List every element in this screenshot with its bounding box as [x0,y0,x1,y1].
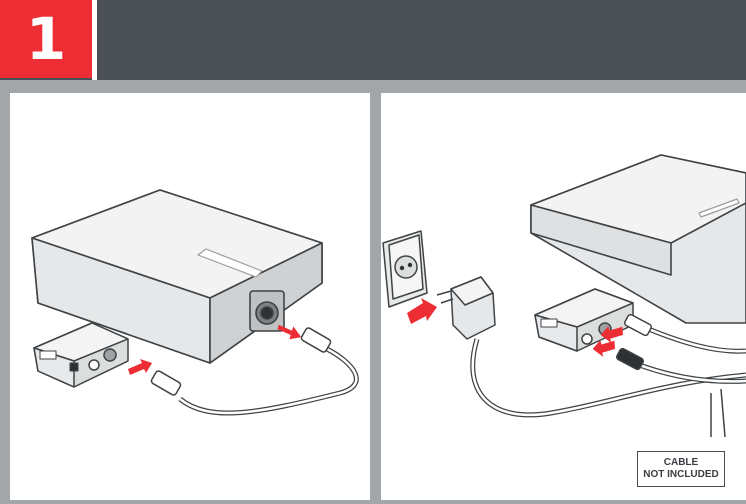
insert-arrow [407,298,437,324]
adapter-box [34,323,128,387]
left-illustration-panel [10,93,370,500]
tv-receiver-device [531,155,746,323]
wall-socket [383,231,427,307]
cable-not-included-note: CABLE NOT INCLUDED [637,451,725,487]
power-adapter [437,277,495,339]
adapter-box [535,289,633,351]
header-divider [92,0,97,80]
step-number-badge: 1 [0,0,92,78]
right-illustration [381,93,746,500]
step-header-bar: 1 [0,0,746,80]
right-illustration-panel: CABLE NOT INCLUDED [381,93,746,500]
cable-note-line1: CABLE [664,457,698,469]
left-illustration [10,93,370,500]
cable-note-line2: NOT INCLUDED [643,469,719,481]
